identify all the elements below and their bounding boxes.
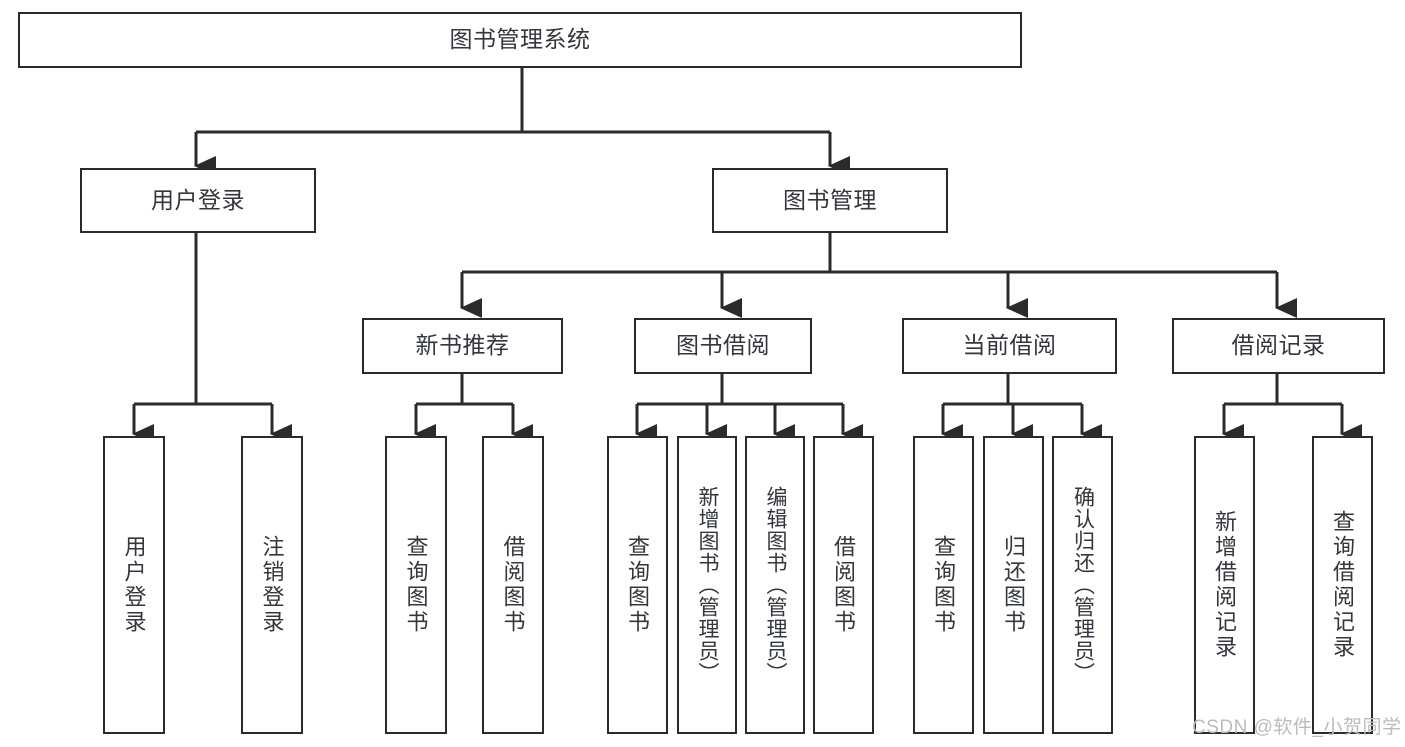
leaf-user-login[interactable]: 用户登录 bbox=[103, 436, 165, 734]
leaf-confirm-return[interactable]: 确认归还（管理员） bbox=[1052, 436, 1113, 734]
leaf-user-login-label: 用户登录 bbox=[121, 535, 147, 635]
leaf-add-book[interactable]: 新增图书（管理员） bbox=[677, 436, 737, 734]
leaf-edit-book[interactable]: 编辑图书（管理员） bbox=[745, 436, 805, 734]
leaf-logout[interactable]: 注销登录 bbox=[241, 436, 303, 734]
csdn-watermark: CSDN @软件_小贺同学 bbox=[1192, 717, 1402, 738]
node-current-borrow[interactable]: 当前借阅 bbox=[902, 318, 1117, 374]
node-root[interactable]: 图书管理系统 bbox=[18, 12, 1022, 68]
leaf-return-book[interactable]: 归还图书 bbox=[983, 436, 1044, 734]
leaf-query-record[interactable]: 查询借阅记录 bbox=[1312, 436, 1373, 734]
leaf-query-book-2[interactable]: 查询图书 bbox=[607, 436, 668, 734]
node-book-borrow[interactable]: 图书借阅 bbox=[634, 318, 812, 374]
leaf-borrow-book-2-label: 借阅图书 bbox=[831, 535, 857, 635]
node-current-borrow-label: 当前借阅 bbox=[962, 332, 1057, 359]
leaf-return-book-label: 归还图书 bbox=[1001, 535, 1027, 635]
leaf-add-record[interactable]: 新增借阅记录 bbox=[1194, 436, 1255, 734]
leaf-confirm-return-label: 确认归还（管理员） bbox=[1071, 486, 1095, 684]
leaf-query-book-1[interactable]: 查询图书 bbox=[385, 436, 447, 734]
leaf-query-book-1-label: 查询图书 bbox=[403, 535, 429, 635]
leaf-edit-book-label: 编辑图书（管理员） bbox=[764, 486, 788, 684]
node-book-borrow-label: 图书借阅 bbox=[676, 332, 770, 359]
leaf-borrow-book-1[interactable]: 借阅图书 bbox=[482, 436, 544, 734]
node-new-book-rec[interactable]: 新书推荐 bbox=[362, 318, 563, 374]
leaf-borrow-book-1-label: 借阅图书 bbox=[500, 535, 526, 635]
leaf-query-book-3-label: 查询图书 bbox=[931, 535, 957, 635]
leaf-borrow-book-2[interactable]: 借阅图书 bbox=[813, 436, 874, 734]
leaf-query-book-2-label: 查询图书 bbox=[625, 535, 651, 635]
leaf-logout-label: 注销登录 bbox=[259, 535, 285, 635]
leaf-add-record-label: 新增借阅记录 bbox=[1212, 510, 1238, 660]
node-borrow-record-label: 借阅记录 bbox=[1231, 332, 1326, 359]
node-book-manage[interactable]: 图书管理 bbox=[712, 168, 948, 233]
leaf-query-book-3[interactable]: 查询图书 bbox=[913, 436, 974, 734]
node-user-login-label: 用户登录 bbox=[151, 186, 245, 213]
node-book-manage-label: 图书管理 bbox=[783, 186, 877, 213]
leaf-add-book-label: 新增图书（管理员） bbox=[696, 486, 720, 684]
node-new-book-rec-label: 新书推荐 bbox=[415, 332, 510, 359]
node-borrow-record[interactable]: 借阅记录 bbox=[1172, 318, 1385, 374]
leaf-query-record-label: 查询借阅记录 bbox=[1330, 510, 1356, 660]
node-root-label: 图书管理系统 bbox=[449, 26, 591, 53]
node-user-login[interactable]: 用户登录 bbox=[80, 168, 316, 233]
